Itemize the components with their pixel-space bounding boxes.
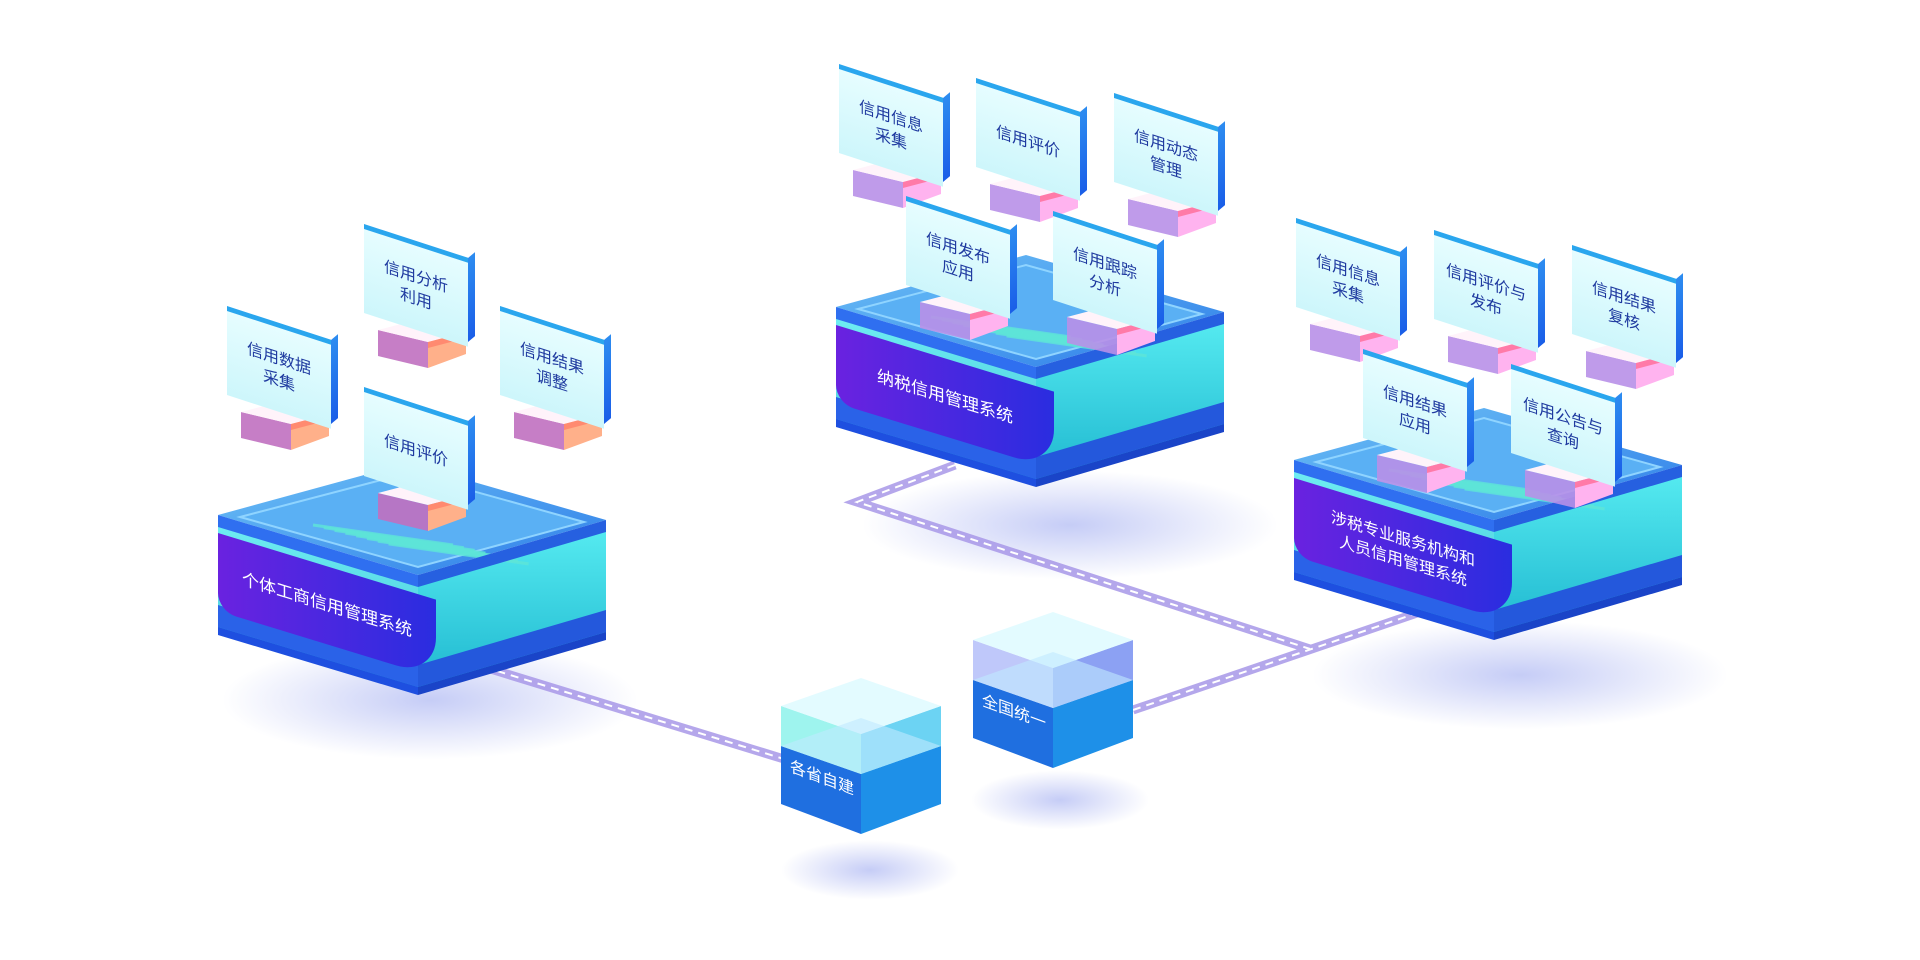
card-edge <box>943 92 950 182</box>
function-card: 信用结果 调整 <box>500 306 611 450</box>
platform-3: 涉税专业服务机构和 人员信用管理系统 <box>1294 400 1684 640</box>
card-edge <box>1010 224 1017 314</box>
function-card: 信用发布 应用 <box>906 196 1017 340</box>
function-card: 信用公告与 查询 <box>1511 364 1622 508</box>
function-card: 信用评价与 发布 <box>1434 230 1545 374</box>
card-edge <box>1538 258 1545 348</box>
card-edge <box>1218 121 1225 211</box>
function-card: 信用分析 利用 <box>364 224 475 368</box>
shadow <box>970 770 1150 830</box>
deployment-cube: 全国统一 <box>973 610 1135 770</box>
function-card: 信用评价 <box>364 387 475 531</box>
function-card: 信用结果 应用 <box>1363 349 1474 493</box>
card-edge <box>1676 273 1683 363</box>
shadow <box>780 840 960 900</box>
function-card: 信用结果 复核 <box>1572 245 1683 389</box>
card-edge <box>468 252 475 342</box>
function-card: 信用跟踪 分析 <box>1053 211 1164 355</box>
function-card: 信用信息 采集 <box>839 64 950 208</box>
function-card: 信用数据 采集 <box>227 306 338 450</box>
platform-2: 纳税信用管理系统 <box>836 247 1226 487</box>
shadow <box>1310 620 1730 730</box>
card-edge <box>1157 239 1164 329</box>
card-edge <box>468 415 475 505</box>
card-edge <box>1080 106 1087 196</box>
card-edge <box>1615 392 1622 482</box>
deployment-cube: 各省自建 <box>781 676 943 836</box>
card-edge <box>604 334 611 424</box>
function-card: 信用信息 采集 <box>1296 218 1407 362</box>
card-edge <box>1467 377 1474 467</box>
function-card: 信用评价 <box>976 78 1087 222</box>
function-card: 信用动态 管理 <box>1114 93 1225 237</box>
card-edge <box>331 334 338 424</box>
card-edge <box>1400 246 1407 336</box>
